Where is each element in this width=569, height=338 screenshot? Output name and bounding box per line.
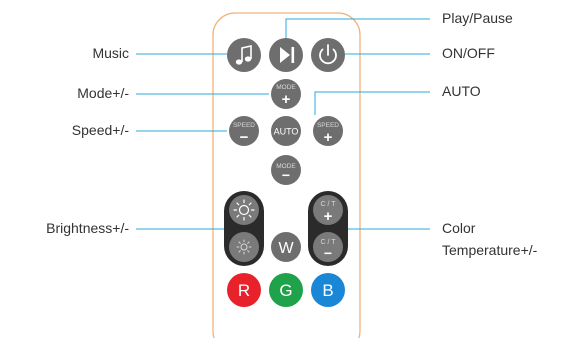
- color-temp-rocker: C / T + C / T −: [308, 191, 348, 266]
- play-pause-callout: Play/Pause: [442, 10, 513, 26]
- sun-dim-icon: [236, 239, 252, 255]
- speed-up-symbol: +: [324, 129, 333, 146]
- color-temp-callout-line1: Color: [442, 220, 476, 236]
- music-button[interactable]: [227, 38, 261, 72]
- play-pause-icon: [280, 47, 295, 63]
- color-temp-down-symbol: −: [324, 245, 332, 261]
- mode-up-symbol: +: [282, 91, 291, 108]
- mode-up-label: MODE: [276, 84, 296, 91]
- green-button[interactable]: G: [269, 273, 303, 307]
- color-temp-down-button[interactable]: C / T −: [313, 232, 343, 262]
- brightness-up-button[interactable]: [229, 195, 259, 225]
- color-temp-down-label: C / T: [320, 239, 336, 246]
- color-temp-up-label: C / T: [320, 201, 336, 208]
- mode-callout: Mode+/-: [77, 85, 129, 101]
- sun-bright-icon: [233, 199, 255, 221]
- auto-button[interactable]: AUTO: [271, 116, 301, 146]
- power-icon: [319, 44, 337, 65]
- white-button[interactable]: W: [271, 232, 301, 262]
- red-button[interactable]: R: [227, 273, 261, 307]
- speed-up-button[interactable]: SPEED +: [313, 116, 343, 146]
- speed-down-symbol: −: [240, 129, 249, 146]
- auto-label: AUTO: [274, 127, 299, 137]
- color-temp-callout-line2: Temperature+/-: [442, 242, 538, 258]
- auto-leader: [314, 91, 430, 115]
- auto-callout: AUTO: [442, 83, 481, 99]
- green-label: G: [279, 281, 292, 300]
- speed-callout: Speed+/-: [71, 122, 129, 138]
- speed-down-label: SPEED: [233, 122, 255, 129]
- power-button[interactable]: [311, 38, 345, 72]
- blue-button[interactable]: B: [311, 273, 345, 307]
- play-pause-leader: [285, 18, 430, 38]
- music-note-icon: [235, 45, 252, 65]
- mode-down-label: MODE: [276, 163, 296, 170]
- on-off-callout: ON/OFF: [442, 45, 495, 61]
- mode-down-symbol: −: [282, 167, 290, 183]
- red-label: R: [238, 281, 250, 300]
- brightness-down-button[interactable]: [229, 232, 259, 262]
- music-callout: Music: [92, 45, 129, 61]
- brightness-rocker: [224, 191, 264, 266]
- brightness-callout: Brightness+/-: [46, 220, 129, 236]
- speed-down-button[interactable]: SPEED −: [229, 116, 259, 146]
- mode-down-button[interactable]: MODE −: [271, 155, 301, 185]
- color-temp-up-button[interactable]: C / T +: [313, 195, 343, 225]
- leader-lines: [136, 18, 430, 230]
- white-label: W: [278, 240, 294, 257]
- speed-up-label: SPEED: [317, 122, 339, 129]
- color-temp-up-symbol: +: [324, 208, 333, 225]
- mode-up-button[interactable]: MODE +: [271, 79, 301, 109]
- blue-label: B: [322, 281, 333, 300]
- play-pause-button[interactable]: [269, 38, 303, 72]
